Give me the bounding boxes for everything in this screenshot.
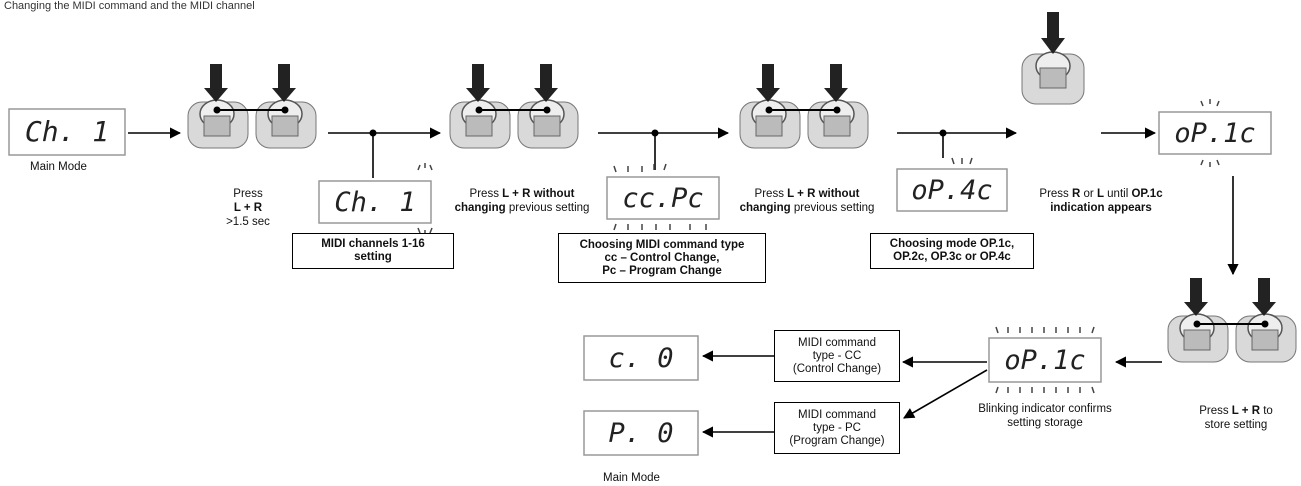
junction-dot bbox=[369, 129, 377, 137]
display-p0: P. 0 bbox=[583, 410, 699, 456]
caption-press-r-or-l: Press R or L until OP.1c indication appe… bbox=[1039, 188, 1163, 214]
display-text: cc.Pc bbox=[622, 183, 703, 214]
display-op4c: oP.4c bbox=[896, 168, 1008, 212]
display-ch1-main: Ch. 1 bbox=[8, 108, 126, 156]
display-text: c. 0 bbox=[608, 343, 673, 374]
caption-main-mode-top: Main Mode bbox=[30, 161, 87, 173]
caption-press-lr-no-change-1: Press L + R without changing previous se… bbox=[454, 188, 590, 214]
box-choosing-mode: Choosing mode OP.1c,OP.2c, OP.3c or OP.4… bbox=[870, 233, 1034, 269]
display-text: Ch. 1 bbox=[334, 187, 415, 218]
caption-press-store: Press L + R to store setting bbox=[1199, 405, 1273, 431]
arrow-blink-to-pc bbox=[903, 369, 988, 419]
diagram-title: Changing the MIDI command and the MIDI c… bbox=[4, 0, 255, 12]
display-text: P. 0 bbox=[608, 418, 673, 449]
display-op1c-top: oP.1c bbox=[1158, 111, 1272, 155]
caption-press-lr: Press L + R >1.5 sec bbox=[226, 188, 270, 228]
footswitch-pair-icon bbox=[187, 64, 317, 149]
caption-main-mode-bottom: Main Mode bbox=[603, 472, 660, 484]
caption-blinking: Blinking indicator confirms setting stor… bbox=[978, 403, 1112, 429]
footswitch-single-icon bbox=[1021, 12, 1085, 105]
footswitch-pair-icon bbox=[739, 64, 869, 149]
junction-dot bbox=[651, 129, 659, 137]
display-c0: c. 0 bbox=[583, 335, 699, 381]
caption-press-lr-no-change-2: Press L + R without changing previous se… bbox=[739, 188, 875, 214]
display-ch1-setting: Ch. 1 bbox=[318, 180, 432, 224]
footswitch-pair-icon bbox=[449, 64, 579, 149]
display-text: Ch. 1 bbox=[25, 115, 109, 148]
footswitch-pair-icon bbox=[1167, 278, 1297, 363]
display-text: oP.4c bbox=[911, 175, 992, 206]
display-op1c-blinking: oP.1c bbox=[988, 337, 1102, 383]
display-ccpc: cc.Pc bbox=[606, 176, 720, 220]
junction-dot bbox=[939, 129, 947, 137]
display-text: oP.1c bbox=[1004, 345, 1085, 376]
display-text: oP.1c bbox=[1174, 118, 1255, 149]
